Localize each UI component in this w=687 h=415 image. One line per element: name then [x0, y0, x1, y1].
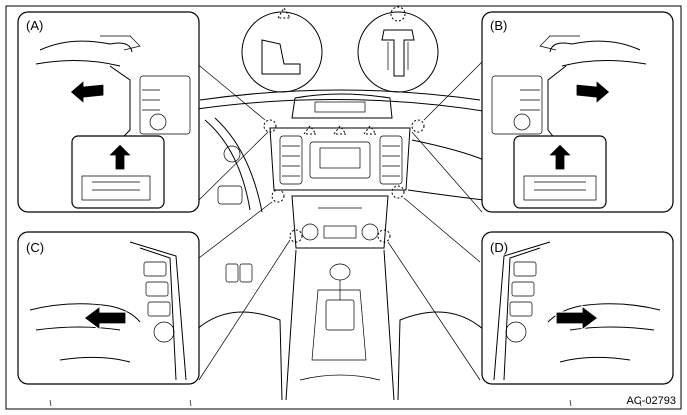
climate-panel: [291, 195, 389, 249]
audio-screen: [319, 147, 361, 169]
figure-code: AC-02793: [626, 395, 676, 407]
left-vent: [279, 135, 303, 185]
hazard-switch: [323, 225, 357, 239]
bottom-ticks: [49, 399, 642, 407]
dashboard-scene: [189, 61, 491, 401]
clip-marker: [289, 229, 303, 243]
steering-wheel: [204, 119, 251, 211]
panel-d: (D): [481, 231, 674, 385]
pull-arrow: [555, 304, 599, 332]
clip-marker: [391, 185, 405, 199]
right-seat: [397, 311, 485, 401]
hook-marker: [363, 125, 377, 135]
lift-arrow: [546, 143, 574, 171]
hook-clip-icon: [241, 7, 323, 93]
panel-d-label: (D): [490, 240, 508, 255]
hand: [29, 303, 141, 323]
clip-marker: [263, 119, 277, 133]
pull-arrow: [575, 78, 611, 106]
panel-a-label: (A): [26, 18, 43, 33]
panel-a: (A): [17, 11, 200, 213]
center-panel: [269, 127, 411, 191]
panel-b: (B): [481, 11, 674, 213]
right-vent: [379, 135, 403, 185]
shift-console: [311, 289, 367, 361]
clip-marker: [411, 119, 425, 133]
hook-marker: [303, 125, 317, 135]
panel-c: (C): [17, 231, 200, 385]
pedal: [225, 263, 239, 283]
figure-frame: [5, 5, 682, 410]
info-display: [314, 101, 366, 113]
audio-unit: [309, 141, 371, 179]
clip-marker: [377, 229, 391, 243]
hook-marker: [333, 125, 347, 135]
pull-arrow: [83, 304, 127, 332]
right-dial: [361, 223, 379, 241]
pull-arrow: [69, 78, 105, 106]
panel-b-label: (B): [490, 18, 507, 33]
clip-marker: [271, 189, 285, 203]
display-hood: [291, 93, 393, 119]
spring-clip-icon: [357, 6, 439, 93]
left-seat: [195, 311, 283, 401]
panel-c-label: (C): [26, 240, 44, 255]
lift-arrow: [106, 143, 134, 171]
shift-knob: [329, 263, 351, 281]
left-dial: [301, 223, 319, 241]
